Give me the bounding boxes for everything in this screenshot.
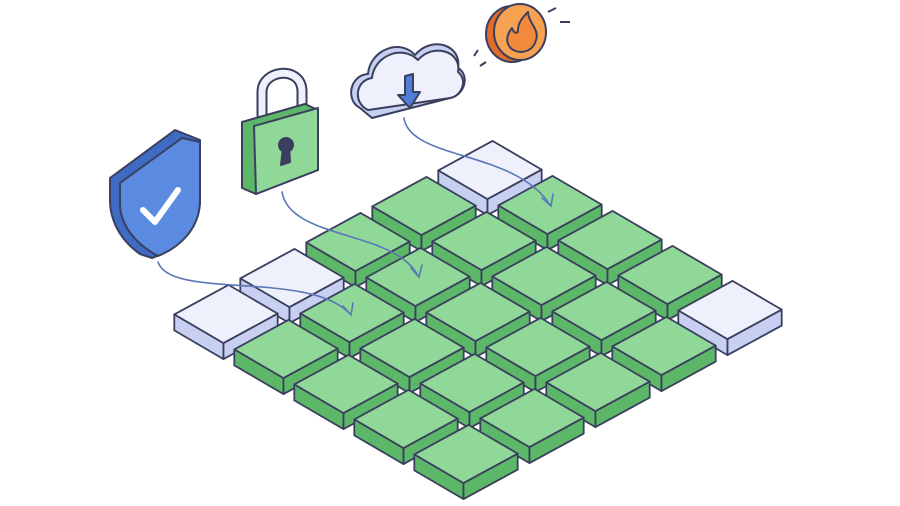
tile-top-face bbox=[491, 245, 597, 307]
tile-top-face bbox=[359, 317, 465, 379]
tile-top-face bbox=[545, 351, 651, 413]
tile-top-face bbox=[677, 279, 783, 341]
tile-top-face bbox=[611, 315, 717, 377]
tile-top-face bbox=[617, 244, 723, 306]
arrow-cloud-to-tile bbox=[403, 117, 551, 206]
tile-top-face bbox=[551, 280, 657, 342]
tile-grid bbox=[173, 139, 783, 501]
tile-top-face bbox=[413, 423, 519, 485]
tile-green bbox=[545, 351, 651, 429]
tile-green bbox=[611, 315, 717, 393]
tile-white bbox=[677, 279, 783, 357]
tile-top-face bbox=[425, 281, 531, 343]
tile-top-face bbox=[173, 283, 279, 345]
arrowhead bbox=[410, 264, 423, 279]
tile-top-face bbox=[479, 387, 585, 449]
tile-top-face bbox=[419, 352, 525, 414]
arrowhead bbox=[541, 193, 554, 208]
connector-arrows bbox=[157, 117, 554, 317]
flame-coin-icon bbox=[473, 3, 570, 67]
tile-top-face bbox=[353, 388, 459, 450]
tile-white bbox=[437, 139, 543, 217]
tile-top-face bbox=[293, 353, 399, 415]
cloud-download-icon bbox=[350, 43, 466, 119]
tile-top-face bbox=[371, 175, 477, 237]
padlock-icon bbox=[241, 67, 319, 195]
tile-green bbox=[413, 423, 519, 501]
tile-top-face bbox=[557, 209, 663, 271]
tile-top-face bbox=[239, 247, 345, 309]
tile-top-face bbox=[305, 211, 411, 273]
tile-top-face bbox=[485, 316, 591, 378]
shield-check-icon bbox=[109, 129, 201, 259]
arrowhead bbox=[342, 302, 354, 317]
tile-top-face bbox=[437, 139, 543, 201]
arrow-lock-to-tile bbox=[281, 191, 419, 277]
tile-green bbox=[293, 353, 399, 431]
tile-top-face bbox=[431, 210, 537, 272]
tile-top-face bbox=[233, 318, 339, 380]
arrow-shield-to-tile bbox=[157, 261, 351, 315]
tile-green bbox=[479, 387, 585, 465]
